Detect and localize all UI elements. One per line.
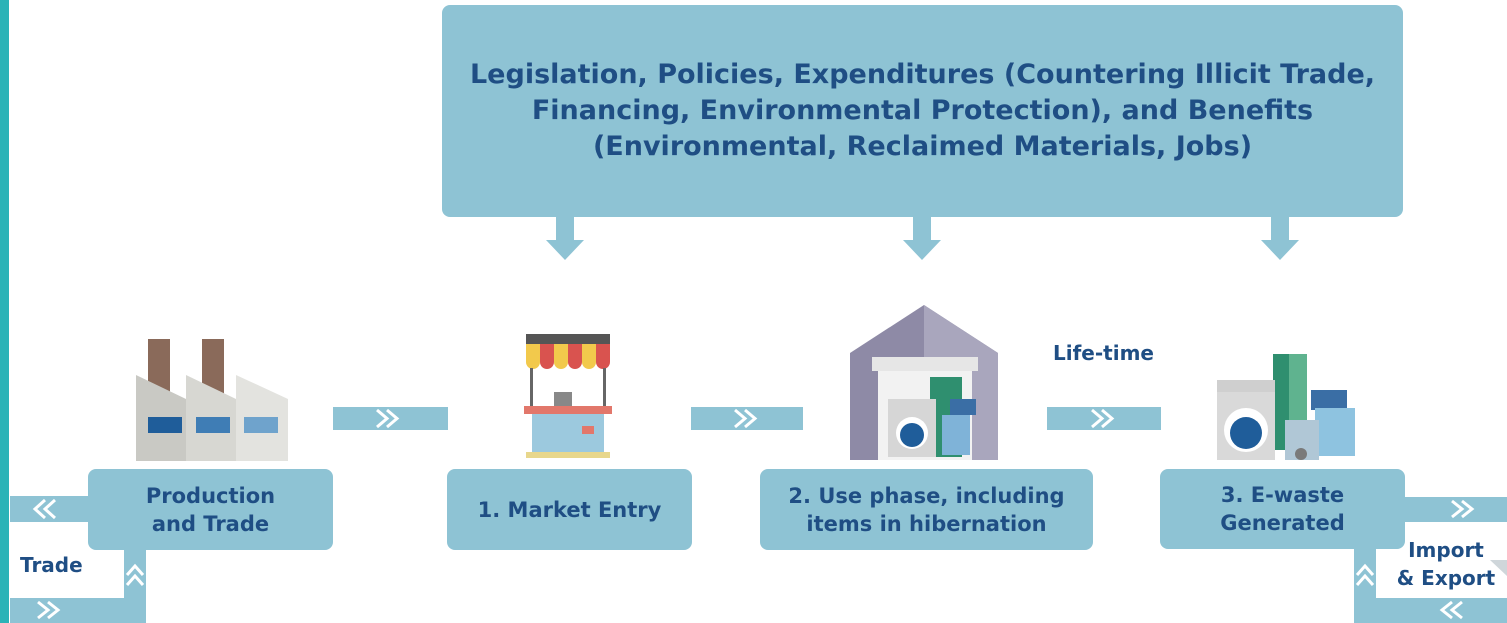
down-arrow-use-phase [903, 217, 941, 260]
stage-production-and-trade: Production and Trade [88, 469, 333, 550]
lifetime-label: Life-time [1053, 341, 1154, 365]
stage-label: 3. E-waste Generated [1220, 483, 1345, 535]
house-appliances-icon [850, 305, 998, 460]
flow-arrow-3 [1047, 407, 1161, 430]
import-export-label: Import & Export [1396, 538, 1496, 590]
stage-market-entry: 1. Market Entry [447, 469, 692, 550]
e-waste-appliances-icon [1217, 354, 1355, 460]
stage-e-waste-generated: 3. E-waste Generated [1160, 469, 1405, 549]
flow-arrow-1 [333, 407, 448, 430]
stage-use-phase: 2. Use phase, including items in hiberna… [760, 469, 1093, 550]
down-arrow-market-entry [546, 217, 584, 260]
factory-icon [136, 339, 288, 461]
stage-label: Production and Trade [145, 483, 276, 536]
policy-box: Legislation, Policies, Expenditures (Cou… [442, 5, 1403, 217]
market-stall-icon [524, 334, 612, 458]
flow-arrow-2 [691, 407, 803, 430]
stage-label: 1. Market Entry [477, 497, 662, 522]
trade-label: Trade [20, 553, 83, 577]
left-edge-stripe [0, 0, 9, 623]
policy-box-text: Legislation, Policies, Expenditures (Cou… [469, 59, 1376, 162]
down-arrow-e-waste [1261, 217, 1299, 260]
stage-label: 2. Use phase, including items in hiberna… [788, 483, 1065, 536]
